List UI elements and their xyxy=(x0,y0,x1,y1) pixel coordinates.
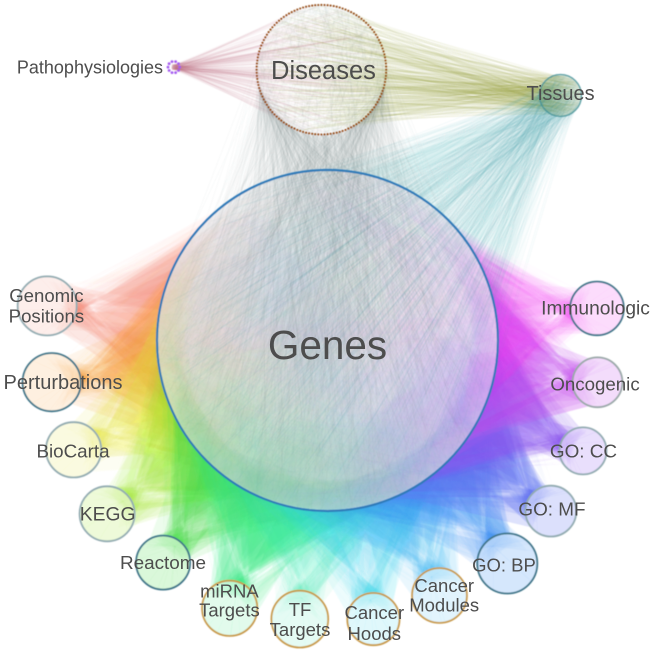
svg-text:miRNA: miRNA xyxy=(200,580,259,601)
svg-text:Positions: Positions xyxy=(9,306,84,327)
svg-text:Cancer: Cancer xyxy=(414,575,474,596)
svg-text:TF: TF xyxy=(289,599,312,620)
svg-text:GO: MF: GO: MF xyxy=(518,499,585,520)
svg-text:Cancer: Cancer xyxy=(344,602,404,623)
svg-text:Immunologic: Immunologic xyxy=(541,298,650,319)
svg-text:Genes: Genes xyxy=(268,322,387,368)
svg-text:Targets: Targets xyxy=(199,600,260,621)
svg-text:GO: BP: GO: BP xyxy=(472,554,536,575)
svg-text:Diseases: Diseases xyxy=(271,57,376,85)
svg-text:Genomic: Genomic xyxy=(9,285,83,306)
svg-text:BioCarta: BioCarta xyxy=(36,441,110,462)
svg-text:Hoods: Hoods xyxy=(348,623,401,644)
svg-text:KEGG: KEGG xyxy=(80,504,136,525)
svg-text:Modules: Modules xyxy=(409,595,479,616)
svg-text:Tissues: Tissues xyxy=(527,83,595,105)
svg-text:Targets: Targets xyxy=(270,619,331,640)
svg-text:GO: CC: GO: CC xyxy=(550,441,617,462)
svg-text:Perturbations: Perturbations xyxy=(4,372,123,394)
svg-text:Pathophysiologies: Pathophysiologies xyxy=(17,58,163,78)
svg-text:Oncogenic: Oncogenic xyxy=(550,373,639,394)
svg-text:Reactome: Reactome xyxy=(120,553,206,574)
